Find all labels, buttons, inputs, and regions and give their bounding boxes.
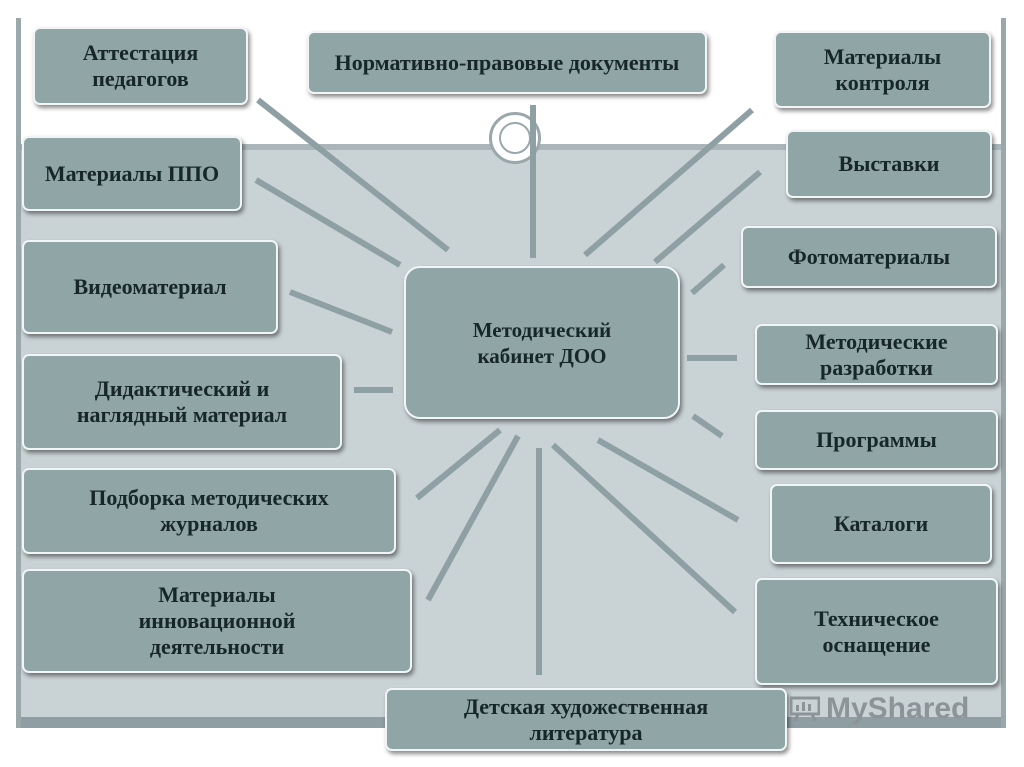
node-programs: Программы [755,410,998,470]
connector-journals [415,427,502,501]
node-catalogs: Каталоги [770,484,992,564]
connector-programs [691,413,724,439]
node-innovation-materials: Материалы инновационной деятельности [22,569,412,673]
presentation-board-icon [789,696,821,722]
node-didactic-material: Дидактический и наглядный материал [22,354,342,450]
connector-innovation [425,434,521,602]
connector-ppo [254,177,402,268]
connector-photo [690,262,726,296]
connector-attestation [256,97,450,253]
node-normative-documents: Нормативно-правовые документы [307,31,707,94]
node-method-developments: Методические разработки [755,324,998,385]
connector-video [288,289,394,335]
connector-control [583,107,754,258]
node-control-materials: Материалы контроля [774,31,991,108]
watermark-logo: MyShared [789,692,970,726]
watermark-text: MyShared [826,692,970,725]
decorative-ring-inner [499,122,531,154]
node-exhibitions: Выставки [786,130,992,198]
connector-catalogs [596,437,740,523]
node-center-method-cabinet: Методический кабинет ДОО [404,266,680,419]
node-ppo-materials: Материалы ППО [22,136,242,211]
slide-frame [16,18,1006,728]
node-technical-equipment: Техническое оснащение [755,578,998,685]
connector-technical [550,442,738,615]
node-journals: Подборка методических журналов [22,468,396,554]
node-attestation: Аттестация педагогов [33,27,248,105]
connector-exhibitions [653,169,762,265]
node-children-literature: Детская художественная литература [385,688,787,751]
node-photo-materials: Фотоматериалы [741,226,997,288]
node-video-material: Видеоматериал [22,240,278,334]
